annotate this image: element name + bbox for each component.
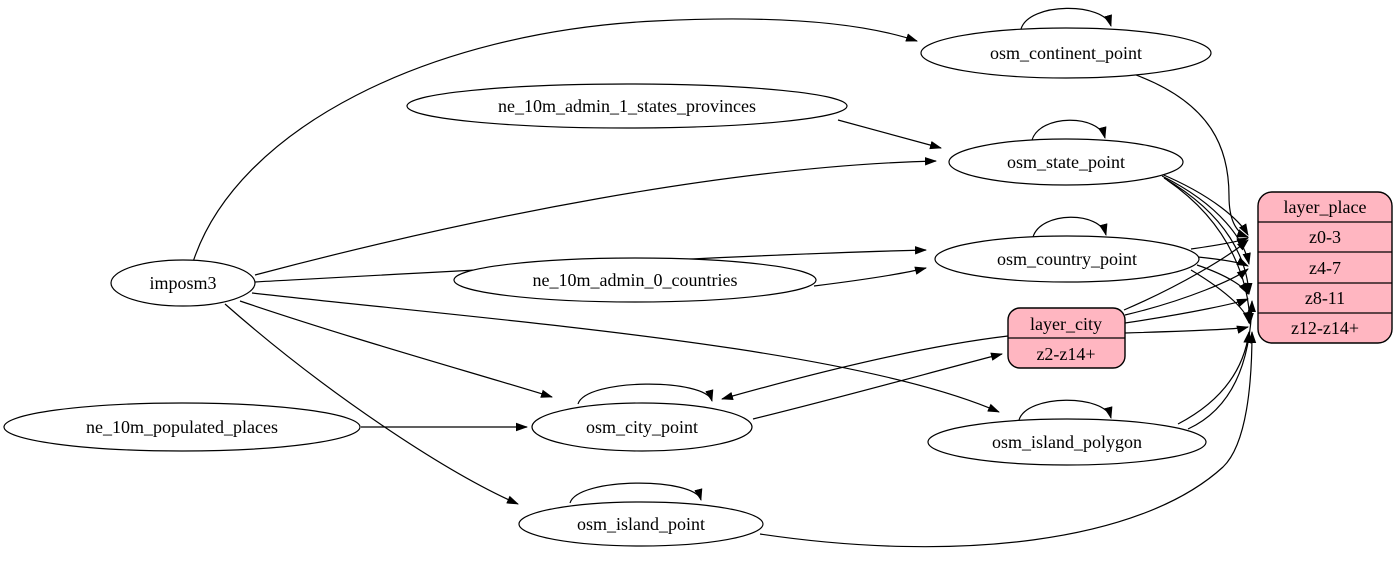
self-loop-osm_country_point (1032, 216, 1108, 238)
edge-ne_10m_admin_1_states_provinces-osm_state_point (837, 119, 942, 150)
osm_island_polygon-ellipse (927, 418, 1207, 466)
edge-osm_country_point-layer_place-z0-3 (1190, 237, 1249, 250)
edge-imposm3-osm_island_polygon (251, 292, 1000, 413)
edge-imposm3-osm_city_point (239, 300, 553, 398)
node-osm_continent_point: osm_continent_point (920, 27, 1212, 79)
edge-layer_city-layer_place-z8-11 (1124, 298, 1249, 324)
edge-imposm3-osm_state_point (254, 157, 937, 276)
ne_10m_admin_1_states_provinces-label: ne_10m_admin_1_states_provinces (498, 96, 756, 116)
node-osm_state_point: osm_state_point (948, 138, 1184, 186)
edge-osm_city_point-layer_city-z2-z14 (752, 352, 1003, 420)
edge-layer_city-layer_place-z12-z14 (1124, 325, 1249, 334)
self-loop-osm_city_point (577, 383, 714, 405)
layer_place-row-z4-7: z4-7 (1309, 258, 1341, 278)
ne_10m_admin_1_states_provinces-ellipse (406, 83, 848, 129)
node-ne_10m_admin_0_countries: ne_10m_admin_0_countries (453, 257, 817, 303)
edge-osm_continent_point-layer_place-z0-3 (1135, 74, 1249, 238)
osm_island_point-ellipse (518, 501, 764, 547)
edge-osm_state_point-layer_place-z0-3 (1158, 172, 1249, 236)
ne_10m_admin_0_countries-label: ne_10m_admin_0_countries (533, 270, 738, 290)
edge-osm_country_point-layer_place-z8-11 (1196, 264, 1249, 295)
layer_city-title: layer_city (1030, 314, 1102, 334)
osm_state_point-ellipse (948, 138, 1184, 186)
edge-imposm3-osm_island_point (224, 303, 519, 505)
osm_country_point-ellipse (934, 235, 1200, 283)
node-osm_island_point: osm_island_point (518, 501, 764, 547)
edge-osm_state_point-layer_place-z4-7 (1161, 175, 1251, 265)
edge-osm_island_polygon-layer_place-z12-z14 (1177, 331, 1252, 425)
ne_10m_admin_0_countries-ellipse (453, 257, 817, 303)
ne_10m_populated_places-label: ne_10m_populated_places (86, 417, 278, 437)
edge-layer_city-layer_place-z4-7 (1124, 268, 1249, 316)
edge-osm_country_point-layer_place-z12-z14 (1190, 269, 1252, 324)
node-osm_island_polygon: osm_island_polygon (927, 418, 1207, 466)
osm_continent_point-ellipse (920, 27, 1212, 79)
edge-osm_state_point-layer_place-z8-11 (1163, 177, 1253, 295)
edge-layer_city-osm_city_point (721, 335, 1009, 401)
osm_island_polygon-label: osm_island_polygon (992, 432, 1142, 452)
layer_place-title: layer_place (1284, 197, 1367, 217)
osm_island_point-label: osm_island_point (577, 514, 705, 534)
osm_continent_point-label: osm_continent_point (990, 43, 1142, 63)
edges (192, 18, 1257, 548)
osm_city_point-label: osm_city_point (586, 417, 698, 437)
edge-imposm3-osm_continent_point (192, 18, 918, 263)
self-loop-osm_island_polygon (1018, 399, 1113, 421)
layer_place-row-z0-3: z0-3 (1309, 227, 1341, 247)
layer_place-row-z12-z14: z12-z14+ (1291, 318, 1359, 338)
self-loop-osm_continent_point (1020, 7, 1112, 30)
layer_place-box (1257, 191, 1393, 344)
osm_city_point-ellipse (531, 402, 753, 452)
node-ne_10m_populated_places: ne_10m_populated_places (3, 402, 361, 452)
imposm3-label: imposm3 (149, 273, 216, 293)
imposm3-ellipse (110, 259, 256, 307)
osm_state_point-label: osm_state_point (1007, 152, 1125, 172)
layer_place-row-z8-11: z8-11 (1305, 288, 1345, 308)
node-layer_place: layer_place z0-3 z4-7 z8-11 z12-z14+ (1257, 191, 1393, 344)
node-osm_city_point: osm_city_point (531, 402, 753, 452)
node-imposm3: imposm3 (110, 259, 256, 307)
layer_city-row-z2-z14: z2-z14+ (1036, 344, 1095, 364)
node-osm_country_point: osm_country_point (934, 235, 1200, 283)
edge-osm_island_polygon-layer_place-z8-11 (1187, 300, 1256, 430)
self-loops (569, 7, 1113, 504)
edge-ne_10m_admin_0_countries-osm_country_point (813, 266, 927, 287)
node-layer_city: layer_city z2-z14+ (1007, 307, 1126, 369)
osm_country_point-label: osm_country_point (997, 249, 1137, 269)
ne_10m_populated_places-ellipse (3, 402, 361, 452)
edge-layer_city-layer_place-z0-3 (1123, 239, 1249, 311)
edge-osm_island_point-layer_place-z12-z14 (759, 331, 1257, 548)
self-loop-osm_state_point (1031, 119, 1107, 141)
edge-osm_country_point-layer_place-z4-7 (1197, 256, 1249, 267)
node-ne_10m_admin_1_states_provinces: ne_10m_admin_1_states_provinces (406, 83, 848, 129)
self-loop-osm_island_point (569, 482, 703, 504)
